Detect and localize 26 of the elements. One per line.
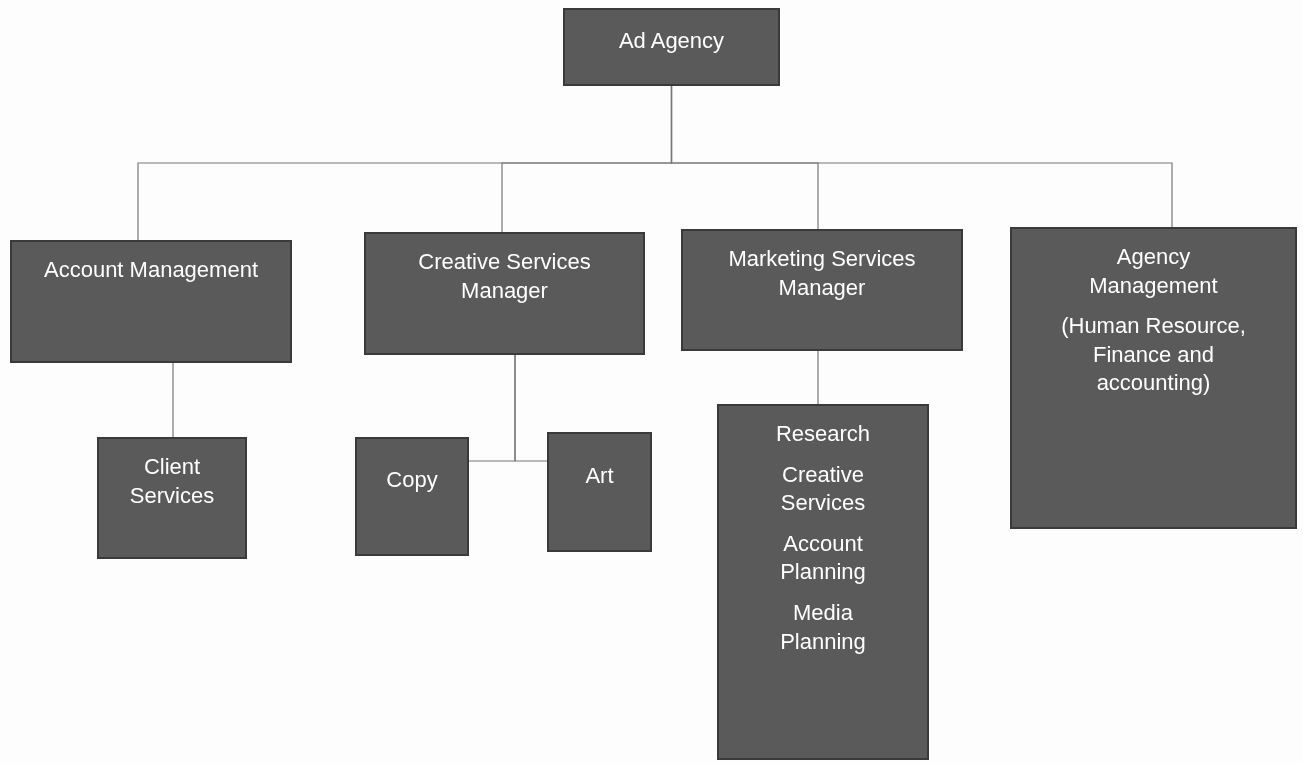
department-box [10, 240, 292, 363]
node-label: Creative Services Manager [417, 248, 592, 305]
node-label: Art [585, 461, 614, 490]
connector-line [172, 362, 174, 438]
department-box [1010, 227, 1297, 529]
node-label: (Human Resource, Finance and accounting) [1060, 312, 1247, 398]
node-label: Client Services [128, 453, 216, 510]
unit-box [355, 437, 469, 556]
unit-box [547, 432, 652, 552]
unit-box [97, 437, 247, 559]
node-label: Account Planning [779, 529, 867, 587]
connector-line [514, 354, 548, 462]
node-label: Account Management [44, 256, 258, 284]
node-label: Research [775, 420, 871, 448]
node-label: Copy [386, 466, 438, 495]
node-label: Agency Management [1088, 243, 1219, 300]
unit-list-box [717, 404, 929, 760]
connector-line [670, 85, 1173, 228]
node-label: Media Planning [779, 598, 867, 656]
node-label: Marketing Services Manager [727, 245, 917, 302]
node-label: Creative Services [779, 460, 867, 518]
top-box [563, 8, 780, 86]
connector-line [817, 350, 819, 405]
node-label: Ad Agency [618, 26, 725, 55]
department-box [681, 229, 963, 351]
department-box [364, 232, 645, 355]
